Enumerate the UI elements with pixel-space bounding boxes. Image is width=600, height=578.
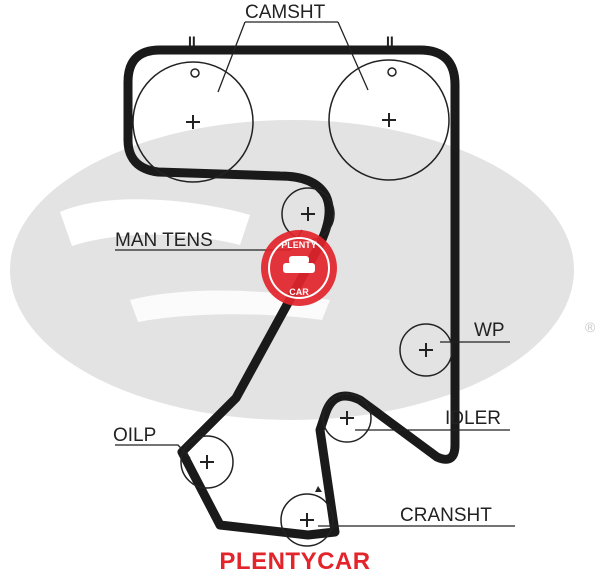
timing-mark-right <box>387 67 397 77</box>
label-crankshaft: CRANSHT <box>400 505 492 526</box>
timing-belt <box>123 45 460 540</box>
oil-pump-pulley <box>180 435 234 489</box>
idler-pulley <box>322 393 372 443</box>
plentycar-badge: PLENTY CAR <box>261 230 337 306</box>
crankshaft-pulley <box>280 486 334 547</box>
label-camshaft: CAMSHT <box>245 2 326 23</box>
timing-mark-left <box>190 68 200 78</box>
water-pump-pulley <box>399 323 453 377</box>
label-oil-pump: OILP <box>113 425 156 446</box>
badge-bottom-text: CAR <box>289 287 309 297</box>
cam-right-top-mark: II <box>386 33 394 49</box>
car-icon <box>283 263 315 273</box>
plentycar-footer: PLENTYCAR <box>219 548 371 575</box>
label-manual-tensioner: MAN TENS <box>115 230 213 251</box>
label-water-pump: WP <box>474 320 505 341</box>
badge-top-text: PLENTY <box>281 240 317 250</box>
crank-timing-mark <box>315 486 322 492</box>
label-idler: IDLER <box>445 408 501 429</box>
camshaft-pulley-left: II <box>132 33 254 183</box>
cam-left-top-mark: II <box>188 33 196 49</box>
trademark-symbol: ® <box>585 319 596 335</box>
camshaft-pulley-right: II <box>328 33 450 181</box>
